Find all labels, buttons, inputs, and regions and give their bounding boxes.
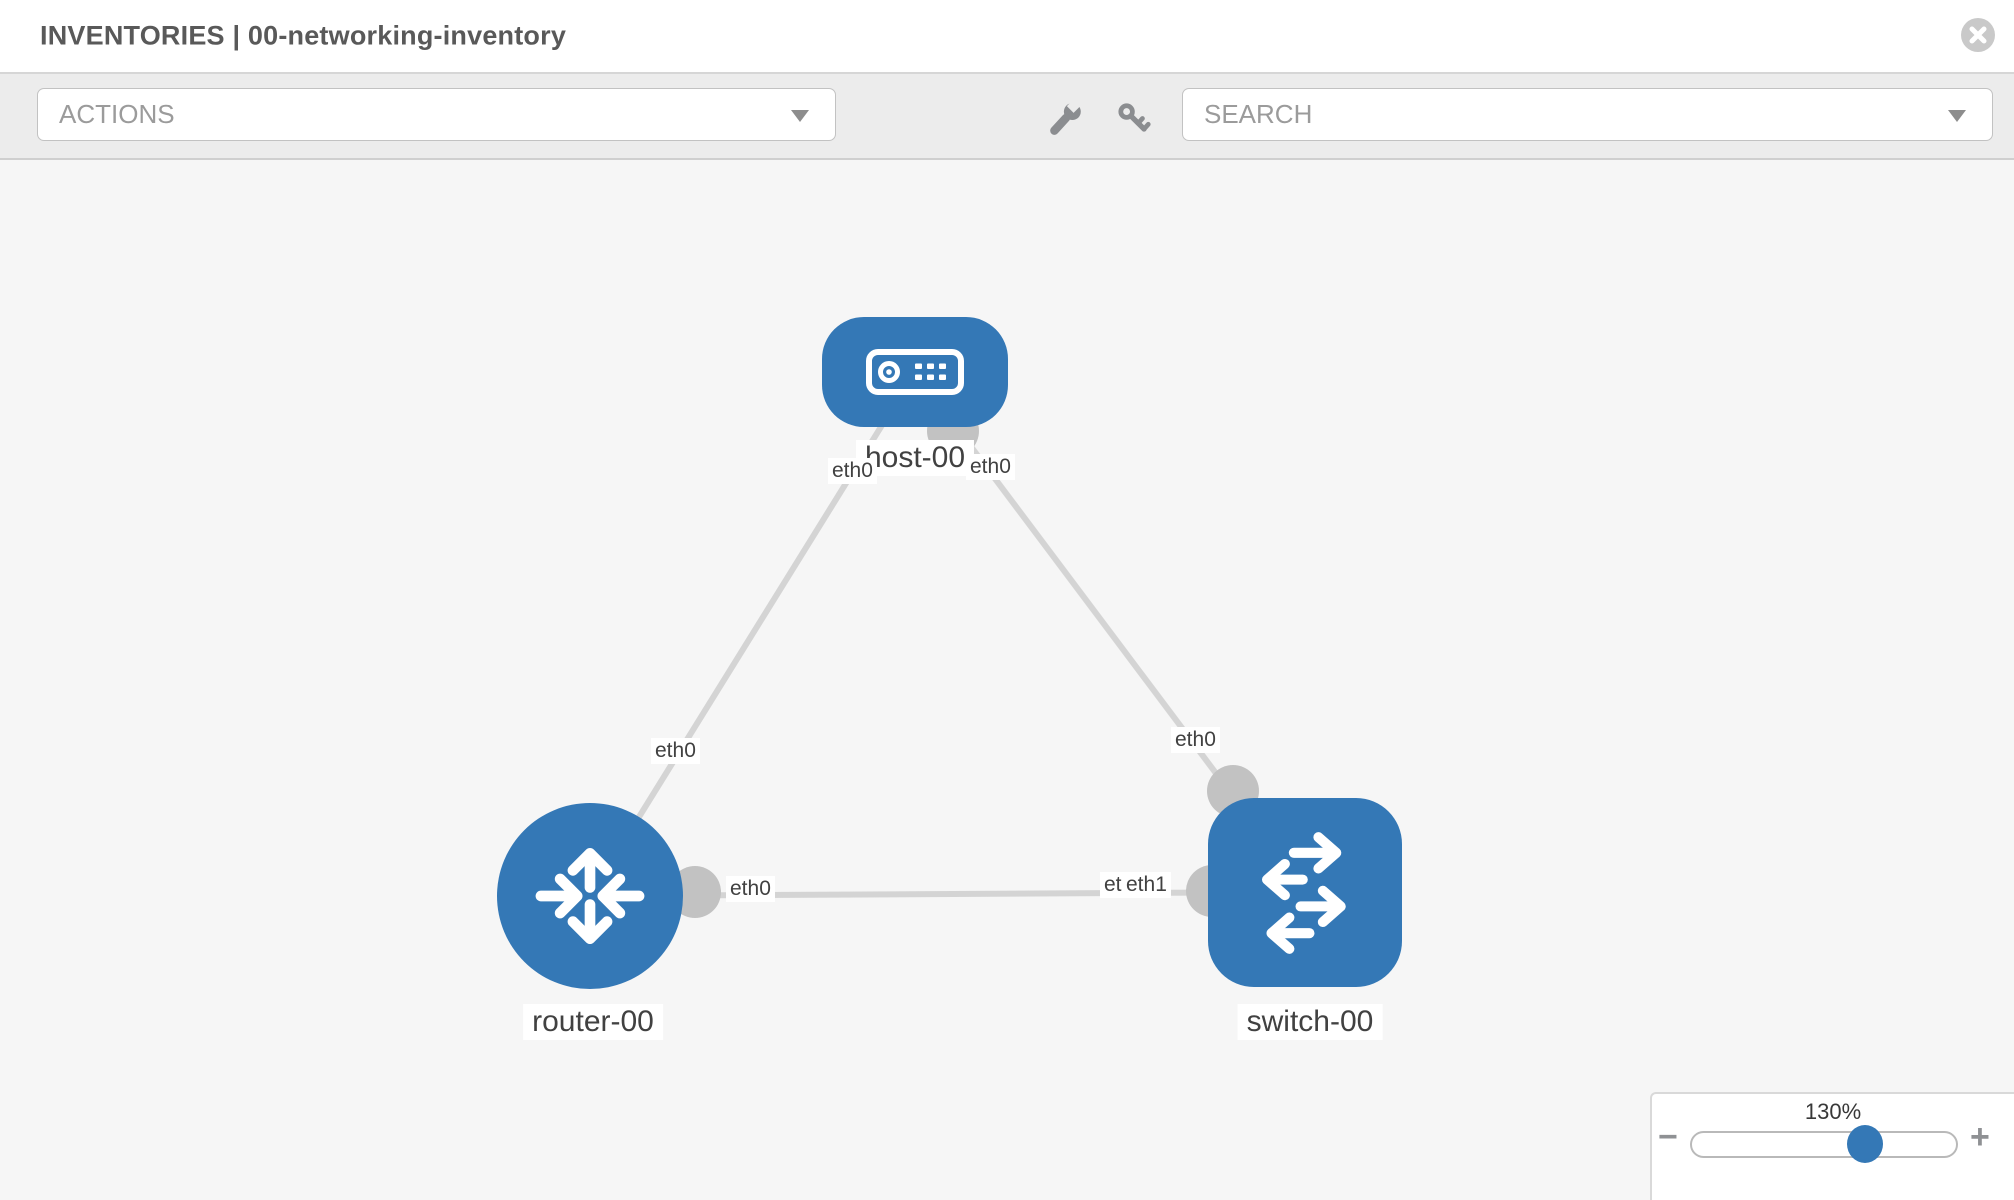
node-router-00[interactable]: [497, 803, 683, 989]
node-label-switch: switch-00: [1237, 1004, 1383, 1040]
close-button[interactable]: [1961, 18, 1995, 52]
interface-label-router-switch-at-switch: eth1: [1122, 872, 1171, 898]
node-switch-00[interactable]: [1208, 798, 1402, 987]
interface-label-router-switch-at-router: eth0: [726, 876, 775, 902]
key-icon: [1118, 103, 1151, 132]
toolbar: ACTIONS SEARCH: [0, 72, 2014, 160]
interface-label-router-switch-at-switch-overlapped: eth0: [1100, 872, 1126, 898]
node-host-00[interactable]: [822, 317, 1008, 427]
interface-label-host-router-at-host: eth0: [828, 458, 877, 484]
interface-label-host-switch-at-switch: eth0: [1171, 727, 1220, 753]
switch-icon: [1262, 831, 1346, 954]
page-title: INVENTORIES | 00-networking-inventory: [40, 20, 567, 51]
zoom-level-label: 130%: [1804, 1099, 1862, 1124]
zoom-panel: 130% − +: [1650, 1092, 2014, 1200]
host-icon: [866, 349, 964, 395]
chevron-down-icon: [791, 109, 809, 122]
search-dropdown-label: SEARCH: [1204, 99, 1313, 129]
chevron-down-icon: [1948, 109, 1966, 122]
actions-dropdown-label: ACTIONS: [59, 99, 175, 129]
credentials-button[interactable]: [1112, 96, 1156, 142]
topology-canvas[interactable]: host-00 router-00 switch-00 eth0 eth0 et…: [0, 160, 2014, 1200]
header-bar: INVENTORIES | 00-networking-inventory: [0, 0, 2014, 72]
zoom-in-button[interactable]: +: [1970, 1118, 1990, 1156]
close-icon: [1969, 26, 1987, 44]
zoom-slider-track[interactable]: [1690, 1131, 1958, 1158]
zoom-slider-handle[interactable]: [1847, 1125, 1883, 1163]
actions-dropdown[interactable]: ACTIONS: [37, 88, 836, 141]
interface-label-host-router-at-router: eth0: [651, 738, 700, 764]
search-dropdown[interactable]: SEARCH: [1182, 88, 1993, 141]
router-icon: [535, 848, 645, 944]
configure-button[interactable]: [1044, 96, 1088, 142]
topology-wires: [587, 370, 1308, 918]
wrench-icon: [1050, 100, 1085, 135]
zoom-out-button[interactable]: −: [1658, 1118, 1678, 1156]
interface-label-host-switch-at-host: eth0: [966, 454, 1015, 480]
node-label-router: router-00: [523, 1004, 663, 1040]
